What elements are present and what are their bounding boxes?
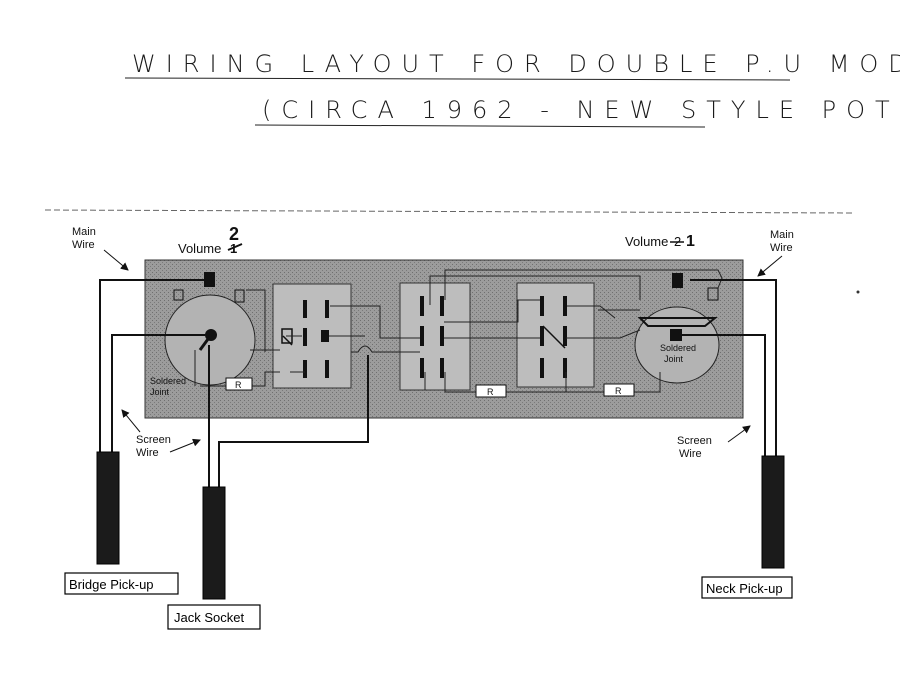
- svg-text:Wire: Wire: [136, 447, 159, 459]
- resistor-2: R: [475, 384, 507, 398]
- svg-text:1: 1: [686, 233, 695, 250]
- volume-right-label: Volume 2 1: [625, 233, 695, 250]
- volume-pot-right: [634, 273, 720, 384]
- main-wire-right-label: Main Wire: [757, 229, 794, 277]
- svg-text:R: R: [487, 387, 494, 397]
- svg-text:Soldered: Soldered: [150, 376, 186, 386]
- svg-text:Jack Socket: Jack Socket: [174, 610, 244, 625]
- svg-text:Screen: Screen: [677, 435, 712, 447]
- switch-block-2: [399, 282, 471, 391]
- neck-pickup-wires: [682, 279, 777, 458]
- resistor-1: R: [225, 377, 253, 391]
- svg-text:Main: Main: [72, 226, 96, 238]
- svg-text:Wire: Wire: [770, 242, 793, 254]
- scan-line: [44, 209, 856, 214]
- svg-text:Neck Pick-up: Neck Pick-up: [706, 581, 783, 596]
- bridge-pickup-wires: [99, 279, 205, 455]
- svg-text:Volume: Volume: [625, 234, 668, 249]
- neck-pickup-label: Neck Pick-up: [701, 576, 793, 599]
- screen-wire-right-label: Screen Wire: [677, 425, 751, 460]
- bridge-pickup-label: Bridge Pick-up: [64, 572, 179, 595]
- screen-wire-left-label: Screen Wire: [121, 409, 201, 459]
- svg-text:Screen: Screen: [136, 434, 171, 446]
- svg-text:Soldered: Soldered: [660, 343, 696, 353]
- neck-pickup-cylinder: [761, 455, 785, 569]
- svg-text:Main: Main: [770, 229, 794, 241]
- svg-text:Wire: Wire: [72, 239, 95, 251]
- jack-socket-cylinder: [202, 486, 226, 600]
- bridge-pickup-cylinder: [96, 451, 120, 565]
- svg-text:Joint: Joint: [150, 387, 170, 397]
- title-underline-1: [124, 77, 791, 81]
- volume-pot-left: [164, 272, 256, 386]
- jack-socket-wires: [208, 345, 369, 488]
- switch-block-3: [516, 282, 595, 388]
- svg-text:Joint: Joint: [664, 354, 684, 364]
- svg-text:Wire: Wire: [679, 448, 702, 460]
- resistor-3: R: [603, 383, 635, 397]
- svg-text:R: R: [615, 386, 622, 396]
- scan-dot: [856, 290, 860, 294]
- svg-text:R: R: [235, 380, 242, 390]
- title-line-1: WIRING LAYOUT FOR DOUBLE P.U MODELS: [132, 50, 900, 78]
- title-line-2: (CIRCA 1962 - NEW STYLE POTS): [262, 96, 900, 124]
- svg-text:2: 2: [229, 224, 239, 244]
- jack-socket-label: Jack Socket: [167, 604, 261, 630]
- svg-text:Volume: Volume: [178, 241, 221, 256]
- volume-left-label: Volume 1 2: [178, 224, 243, 256]
- soldered-joint-left-label: Soldered Joint: [150, 376, 186, 397]
- main-wire-left-label: Main Wire: [72, 226, 129, 271]
- soldered-joint-right-label: Soldered Joint: [660, 343, 696, 364]
- svg-text:Bridge Pick-up: Bridge Pick-up: [69, 577, 154, 592]
- title-underline-2: [254, 124, 706, 128]
